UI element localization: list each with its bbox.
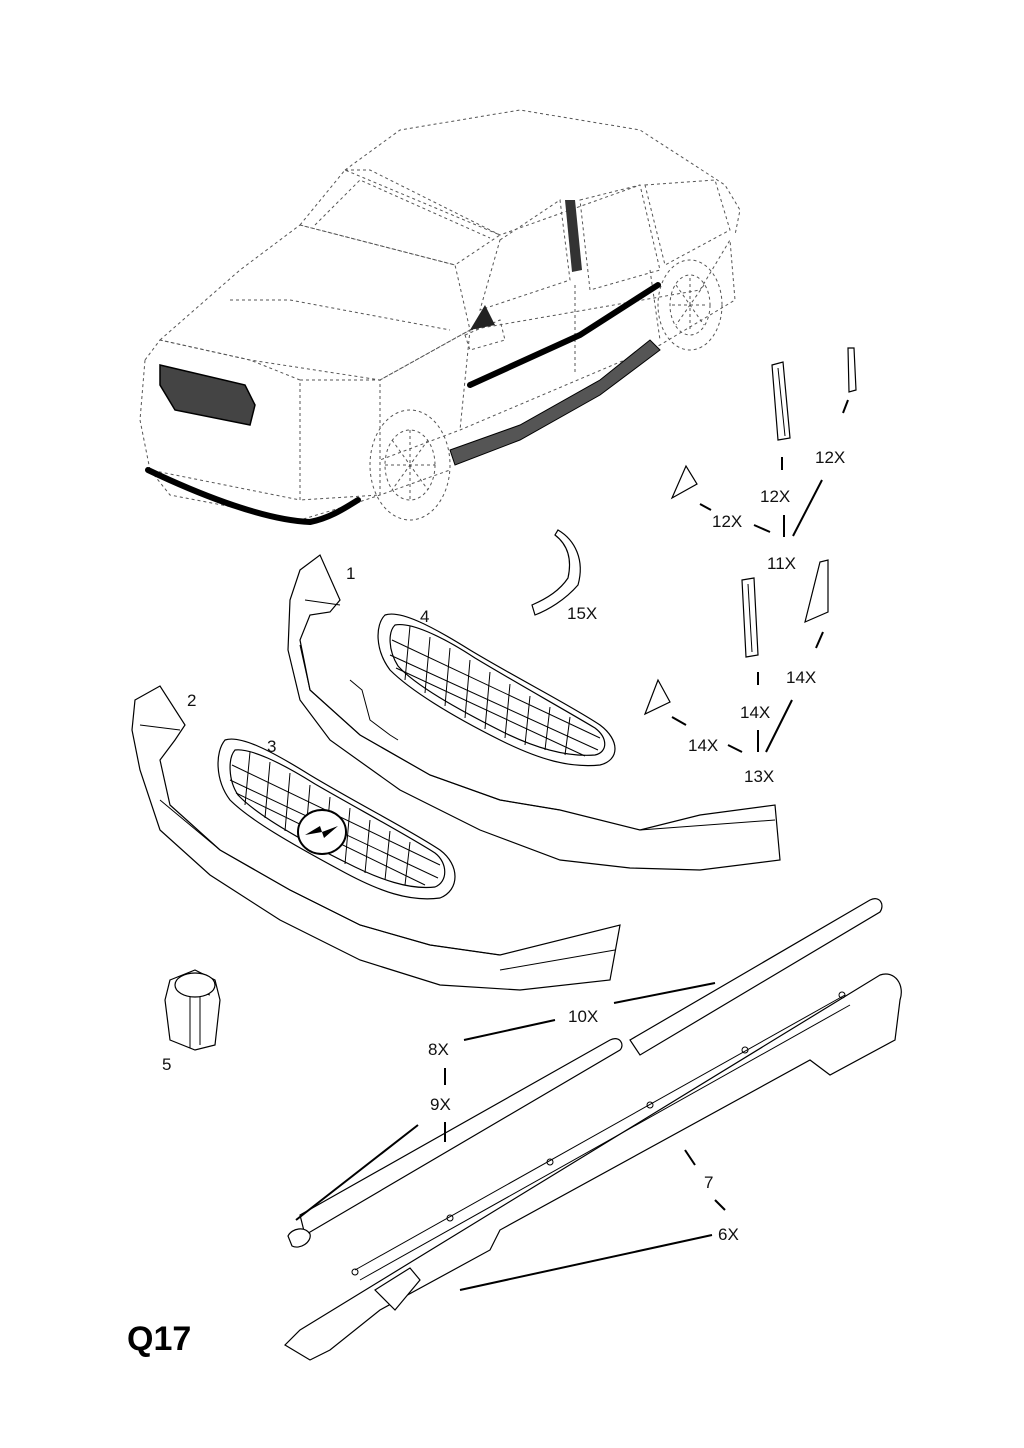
- part-3-grille: [217, 738, 456, 900]
- part-4-grille: [377, 613, 616, 767]
- callout-12x-left: 12X: [712, 512, 742, 531]
- callout-13x: 13X: [744, 767, 774, 786]
- mirror-triangle-upper: [670, 464, 698, 500]
- pillar-trim-upper-group: [670, 347, 857, 537]
- callout-11x: 11X: [767, 554, 796, 573]
- callout-8x: 8X: [428, 1040, 449, 1059]
- part-5-clip: [164, 969, 221, 1051]
- callout-2: 2: [187, 691, 196, 710]
- pillar-trim-strip-b: [847, 347, 857, 393]
- part-10-door-molding-front: [299, 1038, 623, 1236]
- car-grille-highlight: [159, 364, 256, 426]
- callout-15x: 15X: [567, 604, 597, 623]
- part-7-sill-panel: [284, 973, 902, 1361]
- callout-3: 3: [267, 737, 276, 756]
- part-15-trim-strip: [531, 529, 581, 616]
- part-2-bumper-lip: [131, 685, 621, 991]
- callout-1: 1: [346, 564, 355, 583]
- callout-4: 4: [420, 607, 429, 626]
- car-door-molding-highlight: [467, 282, 661, 388]
- callout-14x-left: 14X: [688, 736, 718, 755]
- mirror-triangle-lower: [643, 678, 671, 716]
- callout-5: 5: [162, 1055, 171, 1074]
- sheet-code: Q17: [127, 1320, 191, 1358]
- callout-9x: 9X: [430, 1095, 451, 1114]
- car-bumper-lip-highlight: [145, 467, 361, 526]
- callout-6x: 6X: [718, 1225, 739, 1244]
- callout-10x: 10X: [568, 1007, 598, 1026]
- car-mirror-triangle-highlight: [470, 305, 495, 330]
- callout-7: 7: [704, 1173, 713, 1192]
- callout-12x-right: 12X: [815, 448, 845, 467]
- callout-12x-middle: 12X: [760, 487, 790, 506]
- leader-lines: [295, 982, 726, 1291]
- part-1-bumper-lip: [287, 554, 781, 871]
- callout-14x-middle: 14X: [740, 703, 770, 722]
- callout-14x-right: 14X: [786, 668, 816, 687]
- car-sill-highlight: [449, 339, 661, 466]
- car-highlighted-parts: [145, 200, 661, 526]
- brand-logo-bolt: [305, 826, 338, 838]
- part-10-door-molding: [629, 898, 883, 1056]
- car-pillar-highlight: [565, 200, 582, 272]
- car-outline: [139, 109, 741, 521]
- pillar-trim-lower-group: [643, 559, 829, 753]
- callout-labels: 1 2 3 4 5 6X 7 8X 9X 10X 11X 12X 12X 12X…: [162, 448, 845, 1244]
- pillar-trim-strip-d: [804, 559, 829, 624]
- part-9-end-cap: [287, 1228, 311, 1248]
